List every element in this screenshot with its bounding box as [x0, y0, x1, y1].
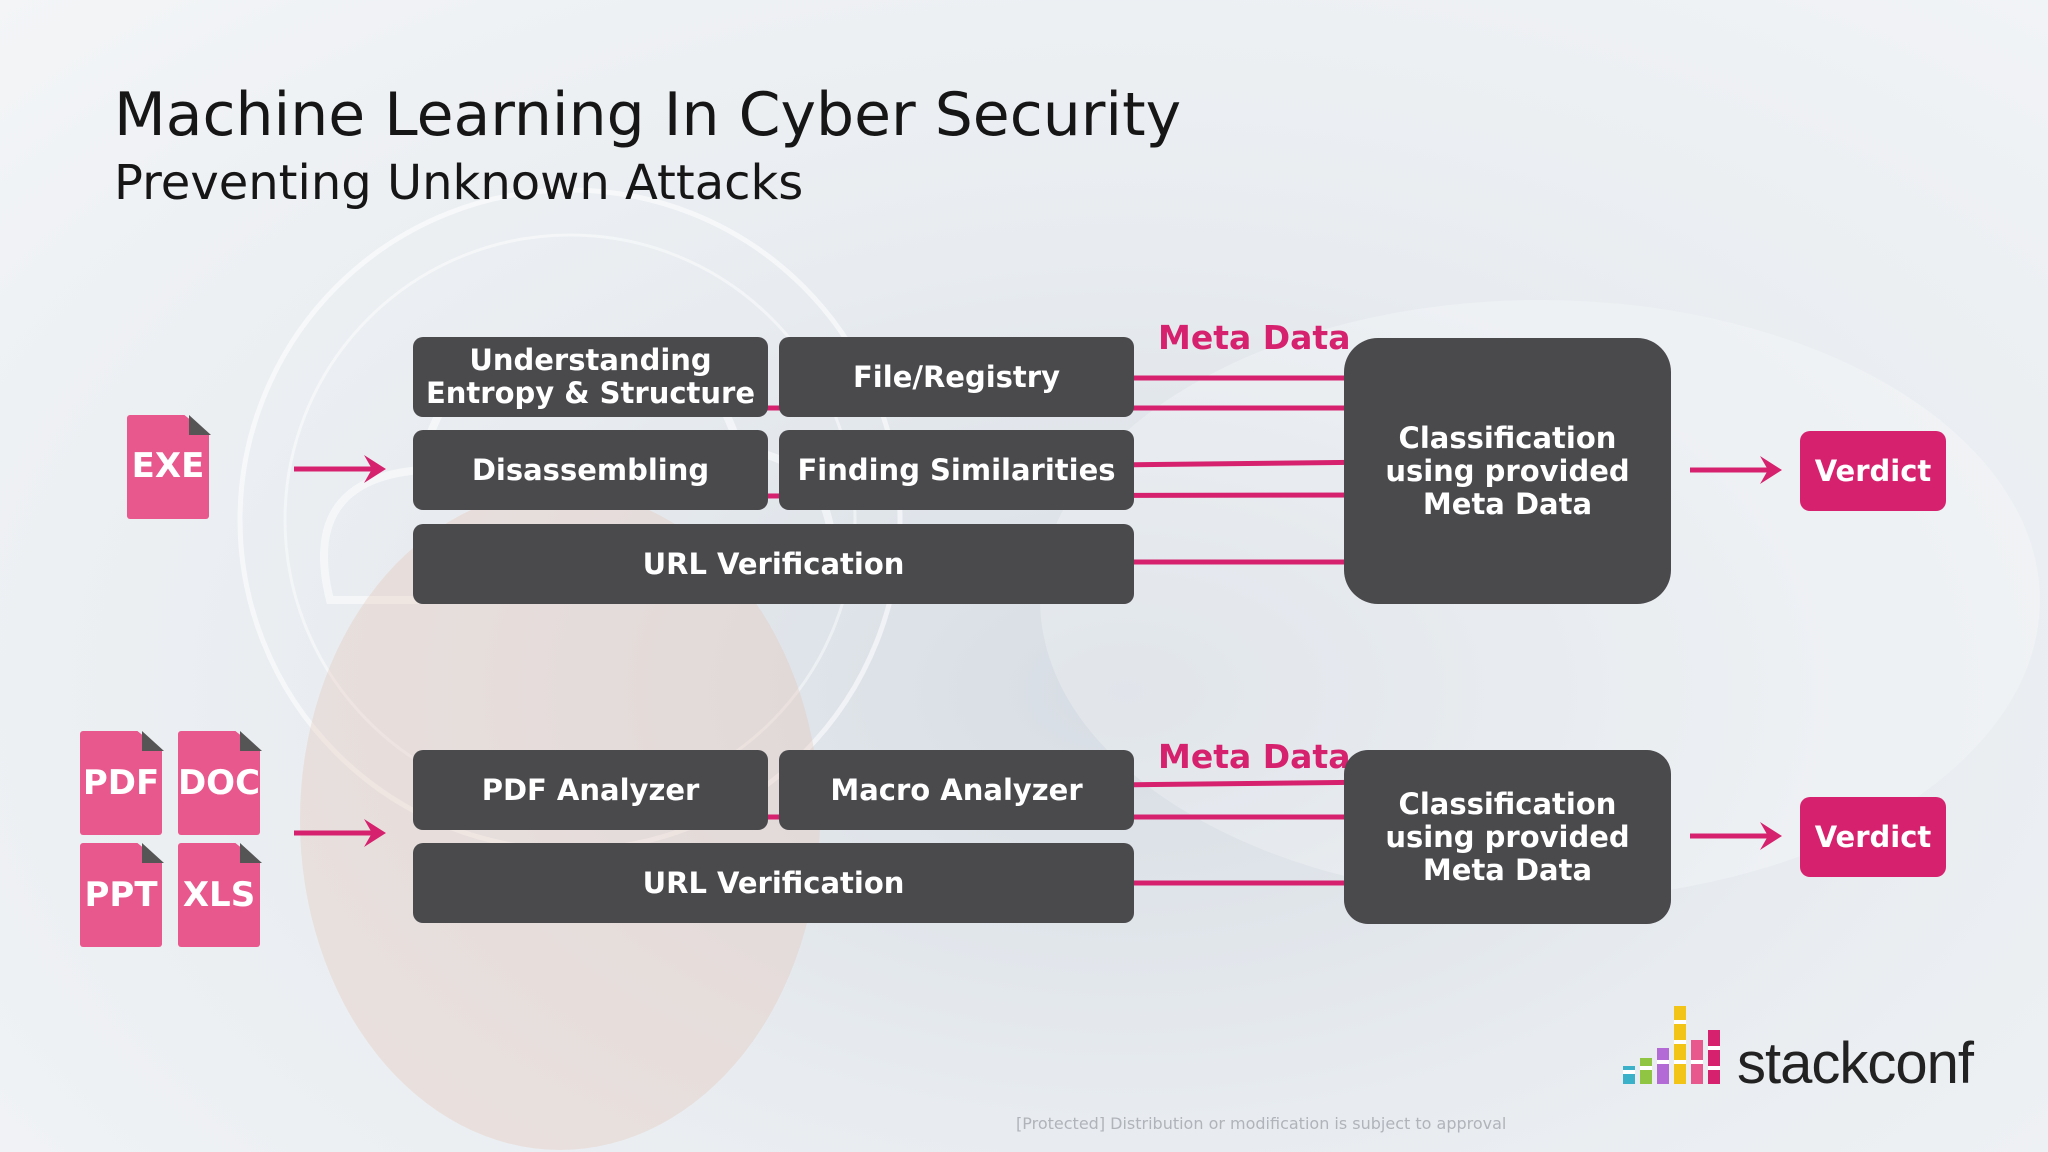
- arrowhead: [364, 455, 386, 483]
- arrowhead: [1760, 822, 1782, 850]
- meta-data-label: Meta Data: [1158, 318, 1351, 357]
- pdf-analyzer-box: PDF Analyzer: [413, 750, 768, 830]
- stackconf-logo-text: stackconf: [1737, 1031, 1974, 1096]
- file-registry-box: File/Registry: [779, 337, 1134, 417]
- file-label: PDF: [82, 763, 160, 803]
- file-label: XLS: [182, 875, 256, 915]
- url-verification-box: URL Verification: [413, 843, 1134, 923]
- slide-subtitle: Preventing Unknown Attacks: [114, 155, 804, 211]
- url-verification-box: URL Verification: [413, 524, 1134, 604]
- classification-box: Classification using provided Meta Data: [1344, 750, 1671, 924]
- entropy-structure-box: Understanding Entropy & Structure: [413, 337, 768, 417]
- verdict-box: Verdict: [1800, 431, 1946, 511]
- slide-title: Machine Learning In Cyber Security: [114, 80, 1182, 150]
- footer-notice: [Protected] Distribution or modification…: [1016, 1114, 1507, 1133]
- file-label: DOC: [177, 763, 261, 803]
- meta-data-label: Meta Data: [1158, 737, 1351, 776]
- disassembling-box: Disassembling: [413, 430, 768, 510]
- finding-similarities-box: Finding Similarities: [779, 430, 1134, 510]
- macro-analyzer-box: Macro Analyzer: [779, 750, 1134, 830]
- file-label: EXE: [131, 446, 205, 486]
- classification-box: Classification using provided Meta Data: [1344, 338, 1671, 604]
- file-label: PPT: [84, 875, 158, 915]
- verdict-box: Verdict: [1800, 797, 1946, 877]
- arrowhead: [1760, 456, 1782, 484]
- arrowhead: [364, 819, 386, 847]
